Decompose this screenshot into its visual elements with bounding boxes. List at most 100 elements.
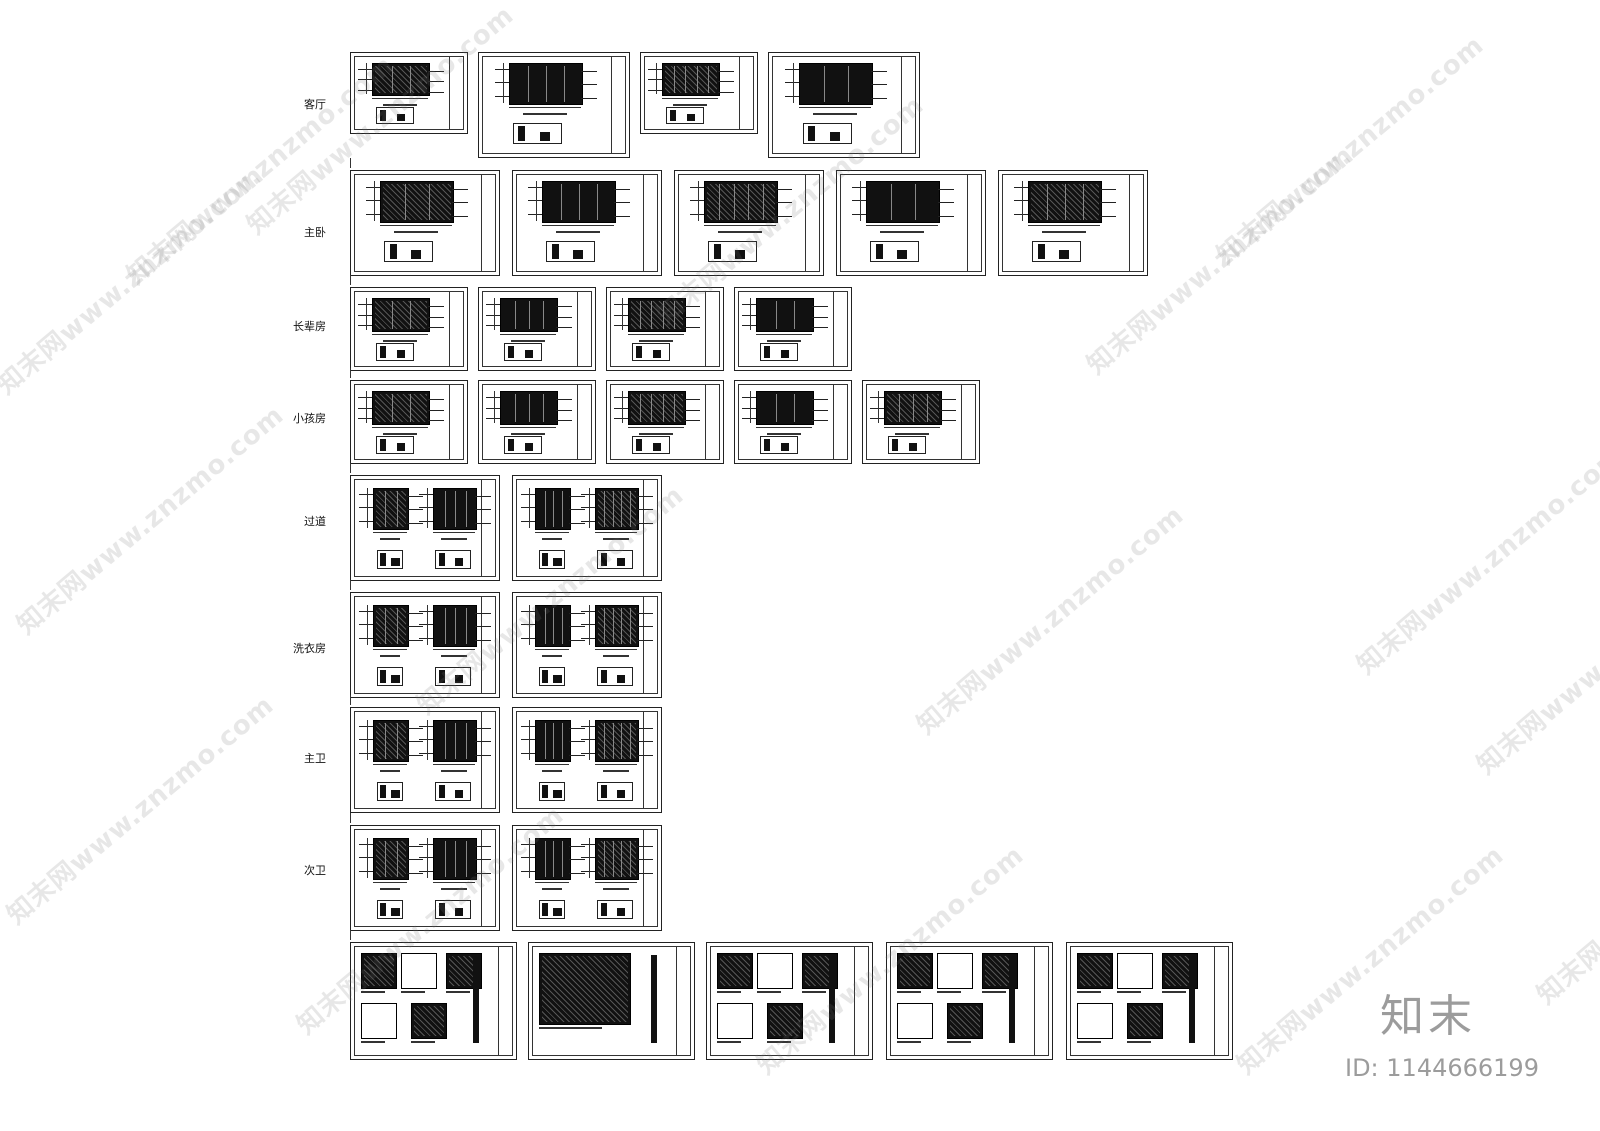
dimension-line (508, 107, 582, 109)
annotation-leader (718, 81, 735, 83)
annotation-leader (741, 397, 756, 398)
annotation-leader (812, 327, 829, 329)
plan-drawing (708, 240, 757, 263)
panel-line (621, 608, 623, 645)
dimension-line (371, 333, 429, 335)
annotation-leader (494, 95, 509, 97)
dimension-line (367, 605, 368, 646)
annotation-leader (938, 189, 954, 190)
panel-line (685, 66, 687, 94)
panel-line (527, 66, 529, 103)
panel-line (561, 184, 562, 221)
drawing-caption (603, 538, 629, 541)
drawing-caption (446, 991, 470, 993)
dimension-line (427, 605, 428, 646)
panel-line (444, 723, 446, 760)
annotation-leader (556, 327, 573, 329)
annotation-leader (407, 639, 423, 641)
dimension-line (499, 426, 557, 428)
plan-drawing (597, 550, 633, 570)
panel-line (629, 723, 631, 760)
dimension-line (365, 63, 367, 95)
drawing-caption (523, 113, 567, 116)
drawing-caption (982, 991, 1006, 993)
panel-line (848, 66, 850, 103)
panel-line (385, 491, 387, 528)
elevation-drawing (380, 181, 454, 224)
annotation-leader (528, 187, 542, 188)
panel-line (444, 608, 446, 645)
drawing-caption (1117, 991, 1141, 993)
panel-line (775, 301, 777, 329)
furniture-block (780, 350, 790, 359)
panel-line (410, 301, 412, 329)
drawing-caption (379, 770, 401, 773)
furniture-block (553, 907, 562, 917)
annotation-leader (569, 728, 585, 729)
furniture-block (539, 131, 550, 142)
sheet-border (710, 946, 869, 1056)
drawing-caption (541, 770, 563, 773)
annotation-leader (357, 397, 372, 398)
annotation-leader (407, 846, 423, 847)
panel-line (762, 184, 764, 221)
panel-line (915, 184, 916, 221)
title-block (643, 174, 658, 272)
annotation-leader (475, 859, 491, 861)
annotation-leader (581, 520, 595, 522)
dimension-line (427, 488, 428, 529)
dimension-line (367, 720, 368, 761)
section-line (473, 955, 479, 1043)
drawing-caption (639, 339, 673, 342)
annotation-leader (569, 639, 585, 641)
panel-line (639, 394, 641, 422)
dimension-line (595, 532, 637, 534)
drawing-sheet (478, 380, 596, 464)
dimension-line (365, 298, 367, 330)
panel-line (1083, 184, 1084, 221)
dimension-line (371, 98, 429, 100)
detail-drawing (947, 1003, 983, 1039)
panel-line (898, 394, 900, 422)
annotation-leader (359, 611, 373, 612)
title-block (676, 946, 691, 1056)
panel-line (396, 723, 398, 760)
annotation-leader (581, 637, 595, 639)
elevation-drawing (433, 838, 477, 881)
detail-drawing (1117, 953, 1153, 989)
drawing-caption (947, 1041, 971, 1043)
dimension-line (374, 181, 375, 222)
sheet-border (644, 56, 754, 130)
plan-drawing (1032, 240, 1081, 263)
title-block (577, 291, 592, 367)
drawing-sheet (350, 380, 468, 464)
sheet-border (482, 56, 626, 154)
furniture-block (410, 249, 421, 260)
title-block (1214, 946, 1229, 1056)
drawing-caption (379, 655, 401, 658)
furniture-block (734, 249, 745, 260)
furniture-block (553, 674, 562, 684)
annotation-leader (419, 611, 433, 612)
drawing-caption (383, 432, 417, 435)
annotation-leader (475, 872, 491, 874)
hatch-pattern (707, 184, 775, 221)
drawing-caption (394, 231, 438, 234)
dimension-line (749, 391, 751, 423)
title-block (833, 291, 848, 367)
furniture-block (439, 785, 446, 799)
annotation-leader (407, 496, 423, 497)
annotation-leader (684, 306, 701, 307)
furniture-block (524, 443, 534, 452)
annotation-leader (569, 522, 585, 524)
title-block (961, 384, 976, 460)
furniture-block (551, 243, 559, 260)
hatch-pattern (374, 394, 428, 422)
furniture-block (908, 443, 918, 452)
furniture-block (380, 903, 387, 917)
dimension-line (866, 225, 938, 227)
annotation-leader (741, 325, 756, 327)
annotation-leader (812, 409, 829, 411)
annotation-leader (485, 304, 500, 305)
hatch-pattern (383, 184, 451, 221)
